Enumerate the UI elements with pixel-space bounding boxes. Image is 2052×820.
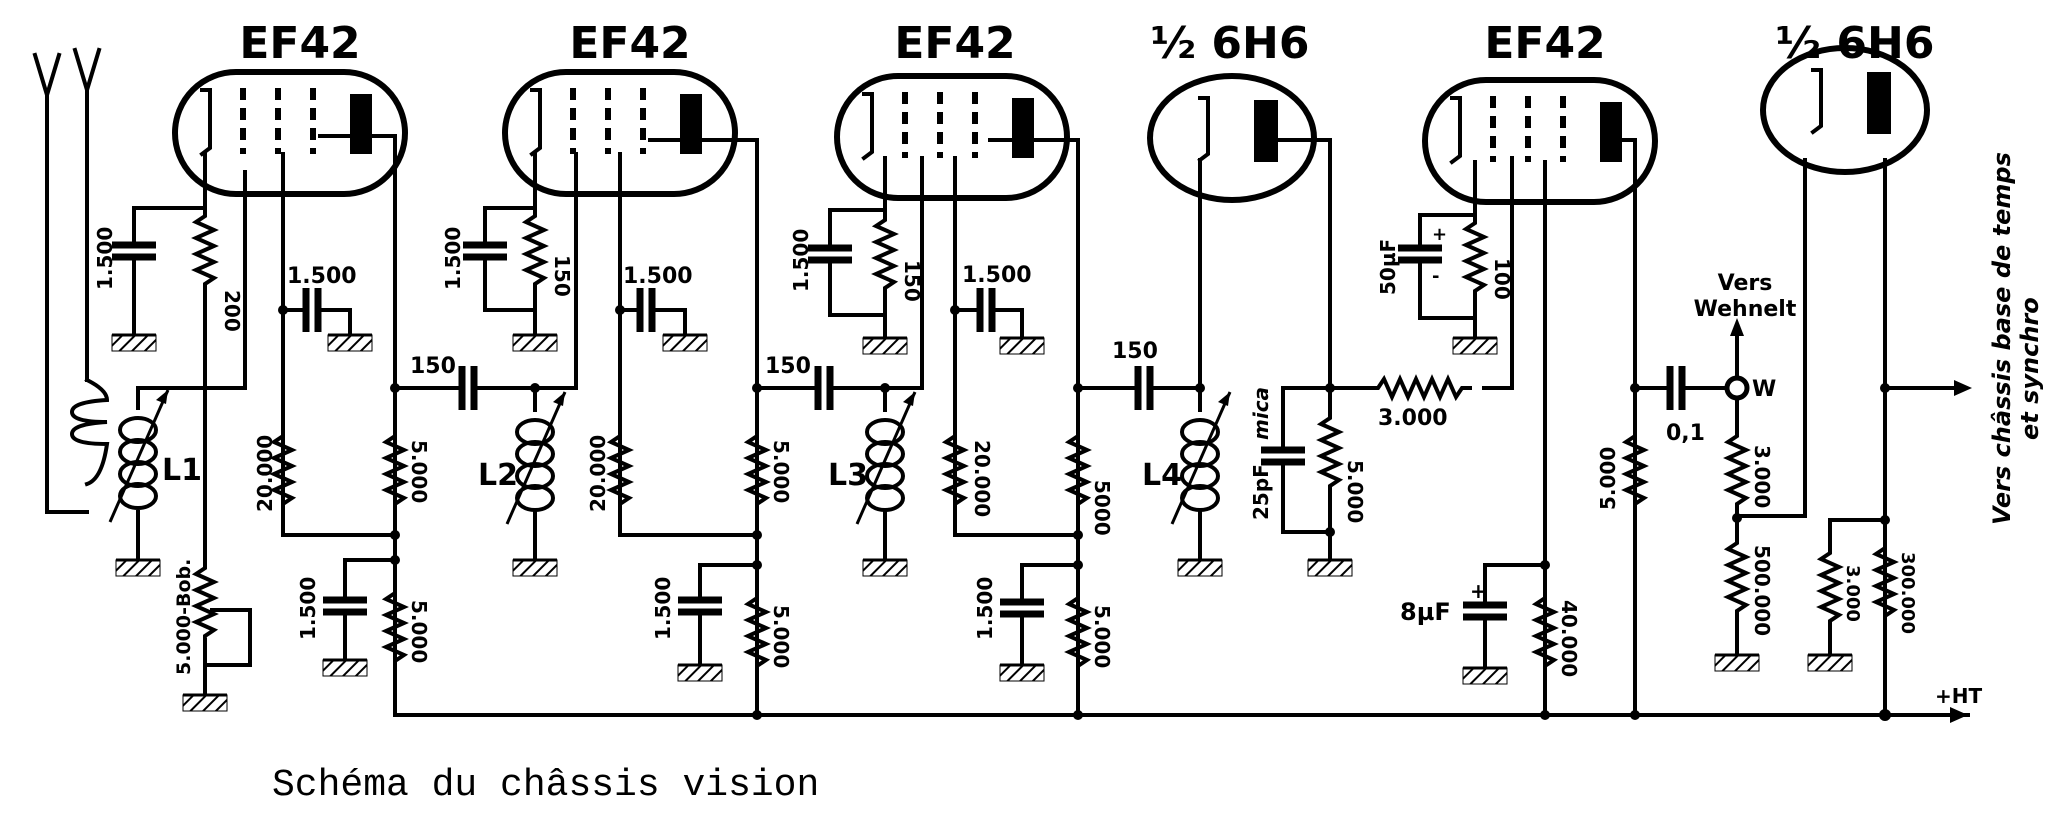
svg-text:1.500: 1.500	[623, 264, 693, 289]
figure-caption: Schéma du châssis vision	[272, 764, 819, 807]
detector-stage: L4 25pF mica 5.000 3.000	[1142, 138, 1514, 578]
pentode-tube-3	[837, 76, 1067, 198]
svg-text:5.000: 5.000	[1343, 460, 1367, 523]
svg-text:L2: L2	[478, 458, 518, 493]
svg-text:L3: L3	[828, 458, 868, 493]
svg-text:3.000: 3.000	[1750, 445, 1774, 508]
svg-text:300.000: 300.000	[1897, 552, 1918, 634]
ht-label: +HT	[1935, 684, 1982, 708]
stage-3: 1.500 150 L3 1.500 20.000 5000 1.500 5.0…	[789, 138, 1114, 720]
stage-1: 1.500 200 L1 5.000-Bob. 1.500 20.000 5.0…	[93, 134, 431, 717]
svg-text:W: W	[1752, 377, 1776, 402]
stage-2: 1.500 150 L2 1.500 20.000 5.000 1.500 5.…	[441, 138, 793, 720]
antenna-icon	[32, 47, 110, 514]
wehnelt-node-icon	[1724, 375, 1750, 401]
svg-text:150: 150	[550, 255, 574, 297]
svg-text:Vers châssis base de temps: Vers châssis base de temps	[1988, 152, 2016, 525]
svg-text:+: +	[1432, 224, 1447, 245]
svg-text:150: 150	[765, 354, 811, 379]
svg-text:50µF: 50µF	[1376, 239, 1400, 295]
svg-text:Vers: Vers	[1718, 271, 1773, 296]
pentode-tube-1	[175, 72, 405, 194]
svg-text:40.000: 40.000	[1557, 600, 1581, 677]
svg-text:L1: L1	[162, 453, 202, 488]
svg-text:20.000: 20.000	[253, 435, 277, 512]
output-arrow-icon	[1954, 380, 1972, 396]
svg-text:+: +	[1470, 579, 1487, 603]
svg-text:Wehnelt: Wehnelt	[1694, 297, 1797, 322]
svg-text:3.000: 3.000	[1378, 406, 1448, 431]
svg-text:5.000: 5.000	[407, 600, 431, 663]
svg-text:1.500: 1.500	[651, 577, 675, 640]
svg-text:-: -	[1432, 266, 1439, 287]
svg-text:5.000: 5.000	[407, 440, 431, 503]
svg-text:3.000: 3.000	[1842, 565, 1863, 622]
svg-text:mica: mica	[1249, 387, 1273, 440]
video-stage: + - 50µF 100 + 8µF 40.000 5.000 0,1 W Ve…	[1376, 138, 1807, 720]
svg-text:1.500: 1.500	[441, 227, 465, 290]
svg-text:1.500: 1.500	[287, 264, 357, 289]
svg-text:8µF: 8µF	[1400, 598, 1451, 626]
tube-label: ½ 6H6	[1151, 18, 1310, 69]
tube-label: EF42	[1484, 18, 1605, 69]
svg-text:20.000: 20.000	[586, 435, 610, 512]
tube-label: ½ 6H6	[1776, 18, 1935, 69]
svg-text:0,1: 0,1	[1666, 421, 1705, 446]
svg-text:100: 100	[1490, 258, 1514, 300]
svg-text:L4: L4	[1142, 458, 1182, 493]
tube-label: EF42	[569, 18, 690, 69]
svg-text:150: 150	[1112, 339, 1158, 364]
svg-text:500.000: 500.000	[1750, 545, 1774, 636]
svg-text:1.500: 1.500	[789, 229, 813, 292]
sync-stage: 3.000 300.000 Vers châssis base de temps…	[1806, 152, 2044, 721]
svg-text:150: 150	[410, 354, 456, 379]
svg-text:5.000: 5.000	[1596, 447, 1620, 510]
tube-label: EF42	[894, 18, 1015, 69]
svg-text:1.500: 1.500	[962, 263, 1032, 288]
arrow-up-icon	[1730, 318, 1744, 336]
svg-text:et synchro: et synchro	[2016, 297, 2044, 440]
svg-text:5.000: 5.000	[769, 440, 793, 503]
svg-text:5.000-Bob.: 5.000-Bob.	[173, 559, 195, 675]
svg-text:25pF: 25pF	[1249, 464, 1273, 520]
tube-label: EF42	[239, 18, 360, 69]
arrow-icon	[1950, 707, 1968, 723]
svg-text:1.500: 1.500	[296, 577, 320, 640]
svg-text:5.000: 5.000	[769, 605, 793, 668]
svg-text:1.500: 1.500	[973, 577, 997, 640]
svg-text:1.500: 1.500	[93, 227, 117, 290]
svg-text:5.000: 5.000	[1090, 605, 1114, 668]
svg-text:200: 200	[220, 290, 244, 332]
svg-text:5000: 5000	[1090, 480, 1114, 536]
svg-text:20.000: 20.000	[970, 440, 994, 517]
